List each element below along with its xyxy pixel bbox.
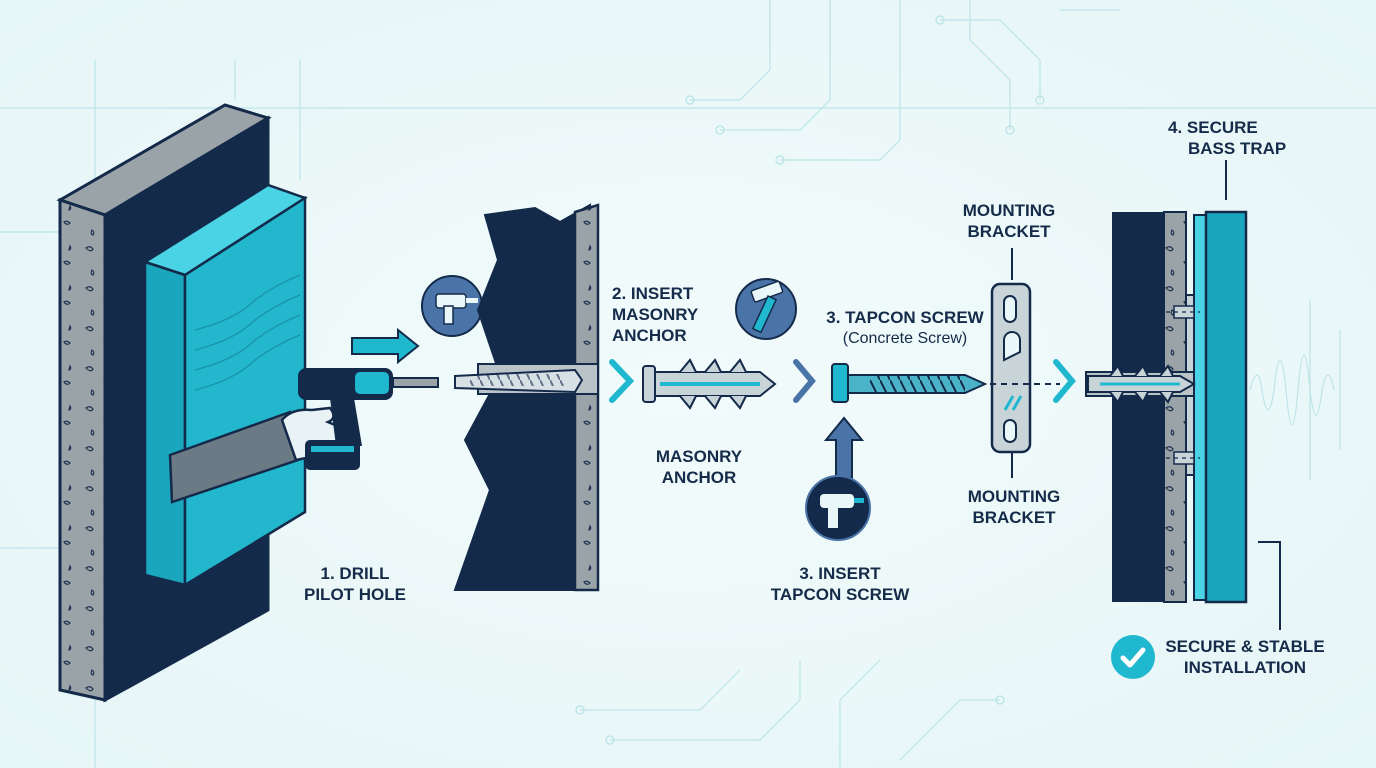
- step1-line1: 1. DRILL: [320, 564, 390, 583]
- anchor-line2: ANCHOR: [661, 468, 737, 487]
- result-line1: SECURE & STABLE: [1165, 637, 1325, 656]
- step4-label: 4. SECURE BASS TRAP: [1160, 117, 1290, 159]
- anchor-label: MASONRY ANCHOR: [644, 446, 754, 488]
- bracket-bottom-label: MOUNTING BRACKET: [955, 486, 1073, 528]
- step3-title-line2: (Concrete Screw): [842, 330, 968, 347]
- step2-label: 2. INSERT MASONRY ANCHOR: [612, 283, 722, 346]
- step1-line2: PILOT HOLE: [304, 585, 406, 604]
- step2-line2: MASONRY: [612, 305, 699, 324]
- step3-insert-label: 3. INSERT TAPCON SCREW: [765, 563, 915, 605]
- step1-label: 1. DRILL PILOT HOLE: [300, 563, 410, 605]
- acoustic-panel: [142, 183, 308, 588]
- step3-title-line1: 3. TAPCON SCREW: [826, 308, 984, 327]
- installed-assembly: [1085, 210, 1248, 604]
- power-drill-icon: [421, 275, 483, 337]
- chevron-right-icon-3: [1053, 359, 1076, 403]
- circuit-nodes: [575, 15, 1045, 745]
- bracket-top-label: MOUNTING BRACKET: [950, 200, 1068, 242]
- result-label: SECURE & STABLE INSTALLATION: [1160, 636, 1330, 678]
- hand-with-drill: [168, 368, 439, 504]
- anchor-line1: MASONRY: [655, 447, 743, 466]
- result-line2: INSTALLATION: [1183, 658, 1307, 677]
- arrow-right-icon: [351, 327, 420, 365]
- mounting-bracket: [990, 248, 1060, 478]
- result-leader-line: [1258, 541, 1281, 630]
- impact-driver-icon: [805, 475, 871, 541]
- step2-line1: 2. INSERT: [612, 284, 694, 303]
- bracket-top-line1: MOUNTING: [962, 201, 1056, 220]
- chevron-right-icon: [609, 359, 635, 403]
- masonry-anchor: [642, 358, 777, 410]
- step3-insert-line2: TAPCON SCREW: [770, 585, 910, 604]
- step2-line3: ANCHOR: [612, 326, 687, 345]
- checkmark-icon: [1111, 635, 1155, 679]
- hammer-icon: [735, 278, 797, 340]
- arrow-up-icon: [823, 416, 865, 479]
- step4-line2: BASS TRAP: [1188, 139, 1287, 158]
- bracket-top-line2: BRACKET: [967, 222, 1051, 241]
- step3-insert-line1: 3. INSERT: [799, 564, 881, 583]
- step3-title-label: 3. TAPCON SCREW (Concrete Screw): [820, 307, 990, 349]
- wall-cross-section: [453, 203, 600, 592]
- step4-line1: 4. SECURE: [1168, 118, 1258, 137]
- chevron-right-icon-2: [793, 359, 816, 403]
- bracket-bottom-line1: MOUNTING: [967, 487, 1061, 506]
- tapcon-screw: [831, 363, 988, 403]
- bracket-bottom-line2: BRACKET: [972, 508, 1056, 527]
